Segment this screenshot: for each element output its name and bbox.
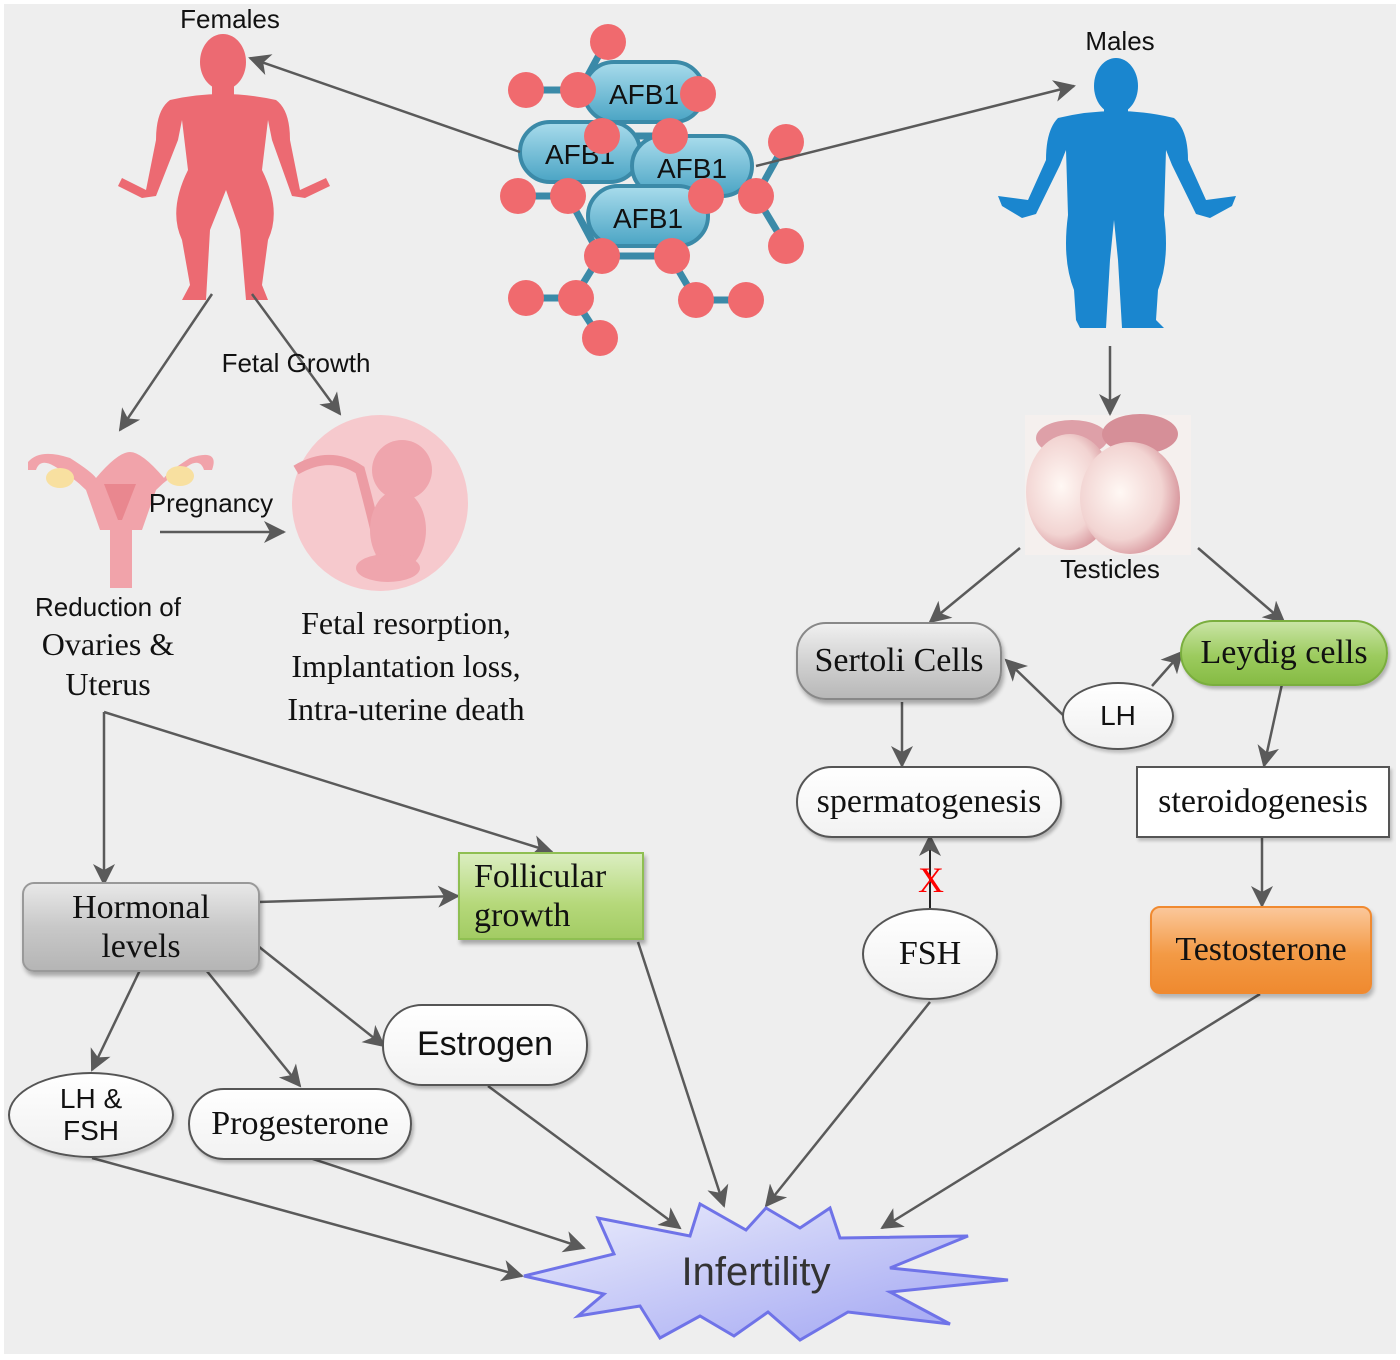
steroidogenesis-label: steroidogenesis <box>1158 783 1368 821</box>
testicles-label: Testicles <box>1060 554 1160 584</box>
lh-fsh-node: LH & FSH <box>8 1072 174 1158</box>
infertility-starburst <box>523 1201 1009 1342</box>
fetal-outcome: Fetal resorption, <box>301 605 511 641</box>
males-label: Males <box>1085 26 1155 56</box>
afb1-molecule-icon: AFB1 AFB1 AFB1 AFB1 <box>500 24 804 356</box>
hormonal-levels-line: Hormonal <box>72 888 210 926</box>
follicular-growth-node: Follicular growth <box>458 852 644 940</box>
afb1-label: AFB1 <box>613 203 683 234</box>
fsh-label: FSH <box>898 935 962 973</box>
afb1-label: AFB1 <box>657 153 727 184</box>
leydig-cells-node: Leydig cells <box>1180 620 1388 686</box>
testicles-icon <box>1025 414 1191 555</box>
progesterone-label: Progesterone <box>211 1105 389 1143</box>
follicular-growth-line: growth <box>474 897 571 934</box>
lh-label: LH <box>1100 699 1136 731</box>
ovaries-uterus-label: Reduction of Ovaries & Uterus <box>10 590 206 704</box>
testosterone-label: Testosterone <box>1175 931 1347 969</box>
follicular-growth-line: Follicular <box>474 857 607 895</box>
lh-fsh-line: LH & <box>59 1082 123 1114</box>
uterus-icon <box>28 452 214 588</box>
females-label: Females <box>180 4 280 34</box>
fsh-node: FSH <box>862 908 998 1000</box>
afb1-label: AFB1 <box>609 79 679 110</box>
testosterone-node: Testosterone <box>1150 906 1372 994</box>
fetal-outcome: Intra-uterine death <box>287 691 525 727</box>
male-figure-icon <box>998 58 1236 328</box>
ovaries-label-line: Reduction of <box>35 592 181 622</box>
connector-arrows <box>90 54 1286 1282</box>
blocked-x-mark: X <box>918 860 944 900</box>
spermatogenesis-label: spermatogenesis <box>816 783 1042 821</box>
leydig-cells-label: Leydig cells <box>1200 634 1368 672</box>
ovaries-label-line: Ovaries & <box>41 626 175 662</box>
lh-fsh-line: FSH <box>63 1115 119 1146</box>
fetal-outcomes-label: Fetal resorption, Implantation loss, Int… <box>266 602 546 731</box>
lh-node: LH <box>1062 682 1174 750</box>
estrogen-node: Estrogen <box>382 1004 588 1086</box>
estrogen-label: Estrogen <box>416 1025 554 1064</box>
ovaries-label-line: Uterus <box>65 666 151 702</box>
fetal-growth-label: Fetal Growth <box>221 348 371 378</box>
steroidogenesis-node: steroidogenesis <box>1136 766 1390 838</box>
sertoli-cells-node: Sertoli Cells <box>796 622 1002 700</box>
fetal-outcome: Implantation loss, <box>291 648 521 684</box>
hormonal-levels-line: levels <box>101 928 181 965</box>
infertility-label: Infertility <box>681 1250 831 1294</box>
spermatogenesis-node: spermatogenesis <box>796 766 1062 838</box>
fetus-icon <box>292 415 468 591</box>
female-figure-icon <box>118 34 330 300</box>
pregnancy-label: Pregnancy <box>148 488 274 518</box>
sertoli-cells-label: Sertoli Cells <box>814 642 984 680</box>
progesterone-node: Progesterone <box>188 1088 412 1160</box>
hormonal-levels-node: Hormonal levels <box>22 882 260 972</box>
